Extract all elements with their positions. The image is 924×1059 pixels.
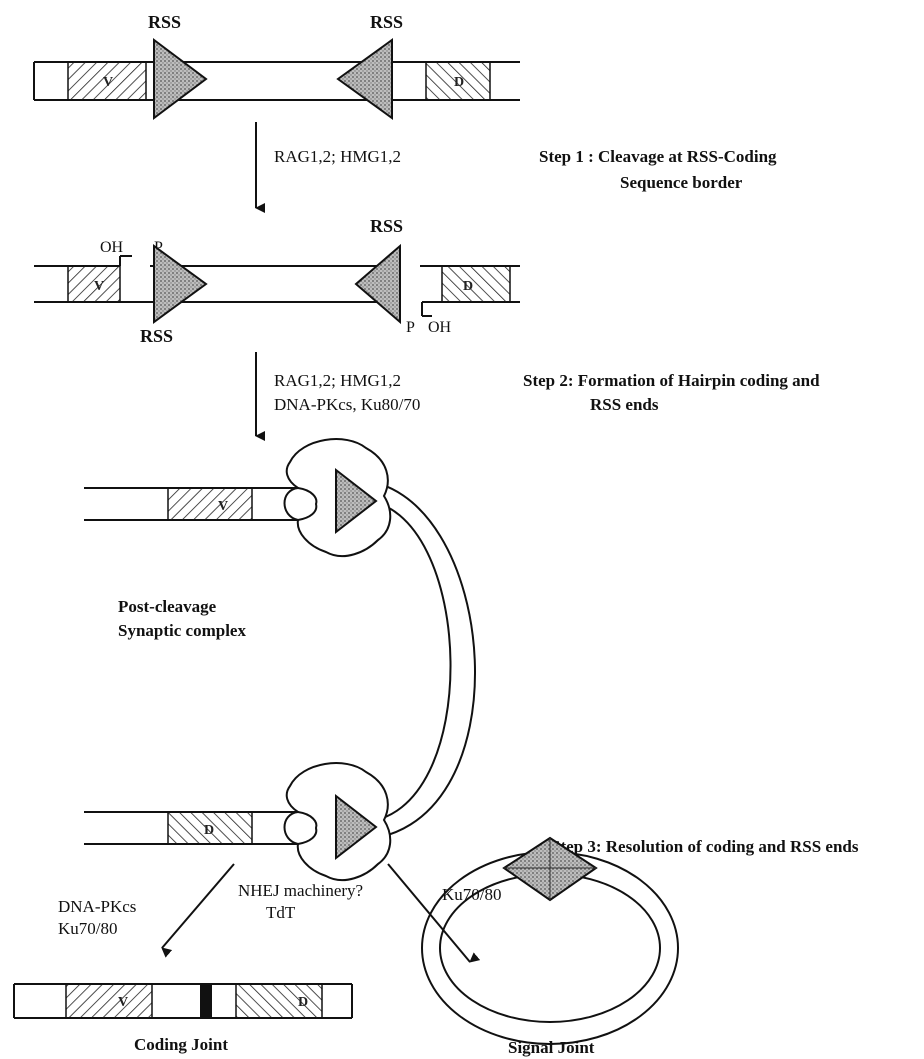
- rss-label-top: RSS: [370, 216, 403, 236]
- v-segment-joined-label: V: [118, 995, 128, 1010]
- arrow-to-coding-joint: [162, 864, 234, 948]
- d-segment-cleaved-label: D: [463, 279, 473, 294]
- mid-factor-line1: NHEJ machinery?: [238, 881, 363, 900]
- v-segment-complex: [168, 488, 252, 520]
- rss-triangle-right-pointing: [154, 40, 206, 118]
- cleaved-dna: RSS OH P V D RSS P OH: [34, 216, 520, 346]
- junction-insert: [200, 984, 212, 1018]
- germline-dna: RSS RSS V D: [34, 12, 520, 118]
- factors-step2-line2: DNA-PKcs, Ku80/70: [274, 395, 420, 414]
- rss-triangle-cleaved-right: [356, 246, 400, 322]
- left-factor-line2: Ku70/80: [58, 919, 118, 938]
- d-segment-label: D: [454, 75, 464, 90]
- step1-text-line2: Sequence border: [620, 173, 743, 192]
- d-segment-joined: [236, 984, 322, 1018]
- step2-text-line1: Step 2: Formation of Hairpin coding and: [523, 371, 820, 390]
- left-factor-line1: DNA-PKcs: [58, 897, 136, 916]
- step3-text: Step 3: Resolution of coding and RSS end…: [551, 837, 859, 856]
- d-segment-complex-label: D: [204, 823, 214, 838]
- complex-label-line2: Synaptic complex: [118, 621, 246, 640]
- coding-joint: V D Coding Joint: [14, 984, 352, 1054]
- rss-label-right: RSS: [370, 12, 403, 32]
- v-segment-joined: [66, 984, 152, 1018]
- signal-joint-label: Signal Joint: [508, 1038, 594, 1058]
- step2-text-line2: RSS ends: [590, 395, 659, 414]
- d-segment-joined-label: D: [298, 995, 308, 1010]
- synaptic-complex: V Post-cleavage Synaptic complex D: [84, 439, 475, 880]
- v-segment-label: V: [103, 75, 113, 90]
- rss-label-bottom: RSS: [140, 326, 173, 346]
- rss-triangle-left-pointing: [338, 40, 392, 118]
- step1-text-line1: Step 1 : Cleavage at RSS-Coding: [539, 147, 777, 166]
- mid-factor-line2: TdT: [266, 903, 296, 922]
- rss-label-left: RSS: [148, 12, 181, 32]
- rss-triangle-cleaved-left: [154, 246, 206, 322]
- complex-label-line1: Post-cleavage: [118, 597, 217, 616]
- arrow-to-signal-joint: [388, 864, 470, 962]
- coding-joint-label: Coding Joint: [134, 1035, 228, 1054]
- factors-step1: RAG1,2; HMG1,2: [274, 147, 401, 166]
- v-segment-complex-label: V: [218, 499, 228, 514]
- oh-label-right: OH: [428, 319, 452, 336]
- oh-label-left: OH: [100, 239, 124, 256]
- v-segment-cleaved-label: V: [94, 279, 104, 294]
- factors-step2-line1: RAG1,2; HMG1,2: [274, 371, 401, 390]
- p-label-right: P: [406, 319, 415, 336]
- signal-joint: [422, 838, 678, 1044]
- d-segment-cleaved: [442, 266, 510, 302]
